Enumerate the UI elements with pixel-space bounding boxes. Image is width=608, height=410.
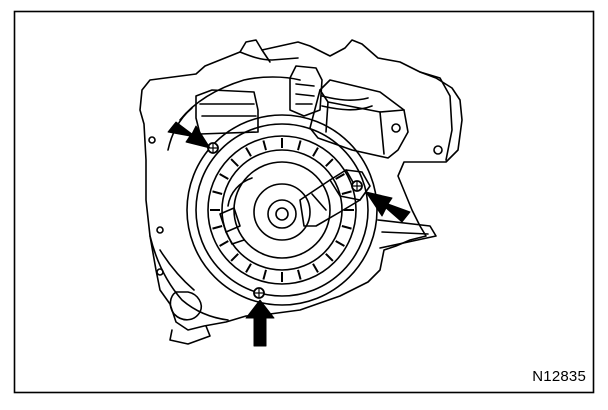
cooling-slot — [312, 147, 319, 157]
figure-frame — [13, 10, 595, 394]
control-box — [289, 65, 453, 161]
screw-right[interactable] — [351, 180, 363, 192]
cooling-slot — [219, 240, 229, 247]
blower-motor-hub — [219, 161, 331, 259]
cooling-slot — [212, 225, 223, 230]
cooling-slot — [230, 253, 239, 262]
blower-housing — [139, 39, 463, 345]
air-outlet-duct — [377, 219, 437, 249]
cooling-slot — [219, 173, 229, 180]
cooling-slot — [297, 140, 302, 151]
screw-callout-upper-left — [167, 121, 211, 149]
cooling-slot — [245, 147, 252, 157]
cooling-slot — [341, 225, 352, 230]
blower-motor-flange — [186, 114, 378, 306]
cooling-slot — [230, 158, 239, 167]
cooling-slot — [212, 190, 223, 195]
cooling-slot — [325, 253, 334, 262]
cooling-slot — [297, 269, 302, 280]
cooling-slot — [262, 269, 267, 280]
motor-cooling-slots — [210, 138, 354, 282]
motor-connector-arm — [299, 169, 371, 227]
cooling-slot — [335, 173, 345, 180]
screw-callout-right — [365, 191, 411, 223]
upper-bracket — [195, 89, 259, 135]
cooling-slot — [325, 158, 334, 167]
cooling-slot — [245, 263, 252, 273]
cooling-slot — [341, 190, 352, 195]
cooling-slot — [262, 140, 267, 151]
cooling-slot — [312, 263, 319, 273]
cooling-slot — [335, 240, 345, 247]
screw-callout-bottom — [245, 299, 275, 347]
screw-bottom[interactable] — [253, 287, 265, 299]
callout-arrows — [167, 121, 411, 347]
figure-id-label: N12835 — [532, 368, 586, 385]
